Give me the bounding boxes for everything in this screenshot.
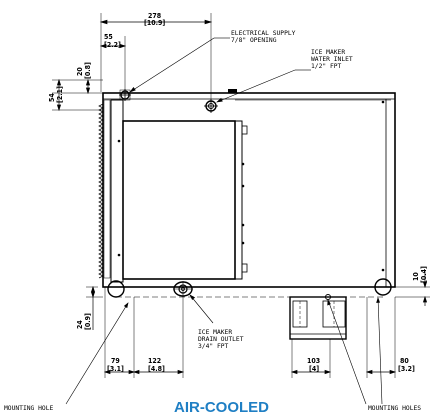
water-inlet-label-3: 1/2" FPT [311,63,342,70]
water-inlet-label-2: WATER INLET [311,56,353,63]
dim-20: 20 [76,67,84,76]
dim-103: 103 [307,357,320,365]
dim-278-inches: [10.9] [144,19,165,27]
dimension-labels: 278 [10.9] 55 [2.2] 54 [2.1] 20 [0.8] 10… [48,12,428,373]
leader-lines [65,37,383,405]
electrical-opening-label: 7/8" OPENING [231,37,277,44]
dim-79: 79 [111,357,120,365]
extension-lines [52,13,430,378]
water-inlet-label-1: ICE MAKER [311,49,345,56]
condenser-fins [98,99,111,279]
callout-labels: ELECTRICAL SUPPLY 7/8" OPENING ICE MAKER… [4,30,421,412]
dim-122: 122 [148,357,161,365]
unit-outline [102,92,396,288]
inner-panels [110,89,391,283]
dim-55-inches: [2.2] [104,41,121,49]
dim-80-inches: [3.2] [398,365,415,373]
dim-55: 55 [104,33,113,41]
mounting-holes-label: MOUNTING HOLES [368,405,421,412]
dim-54: 54 [48,93,56,102]
drain-outlet-label-1: ICE MAKER [198,329,232,336]
electrical-supply-label: ELECTRICAL SUPPLY [231,30,296,37]
drain-outlet [173,281,193,297]
drawing-title: AIR-COOLED [174,399,269,416]
dim-20-inches: [0.8] [84,62,92,79]
dim-80: 80 [400,357,409,365]
dim-10: 10 [412,272,420,281]
water-inlet [204,99,218,113]
dim-122-inches: [4.8] [148,365,165,373]
dim-103-inches: [4] [309,365,319,373]
drain-outlet-label-2: DRAIN OUTLET [198,336,244,343]
dim-54-inches: [2.1] [56,86,64,103]
dim-10-inches: [0.4] [420,266,428,283]
dim-79-inches: [3.1] [107,365,124,373]
dimension-lines [56,19,428,375]
dim-24-inches: [0.9] [84,313,92,330]
dim-24: 24 [76,320,84,329]
unit-feet [107,278,392,298]
drain-outlet-label-3: 3/4" FPT [198,343,229,350]
mounting-bracket [289,294,347,340]
mounting-hole-label: MOUNTING HOLE [4,405,53,412]
dim-278: 278 [148,12,161,20]
